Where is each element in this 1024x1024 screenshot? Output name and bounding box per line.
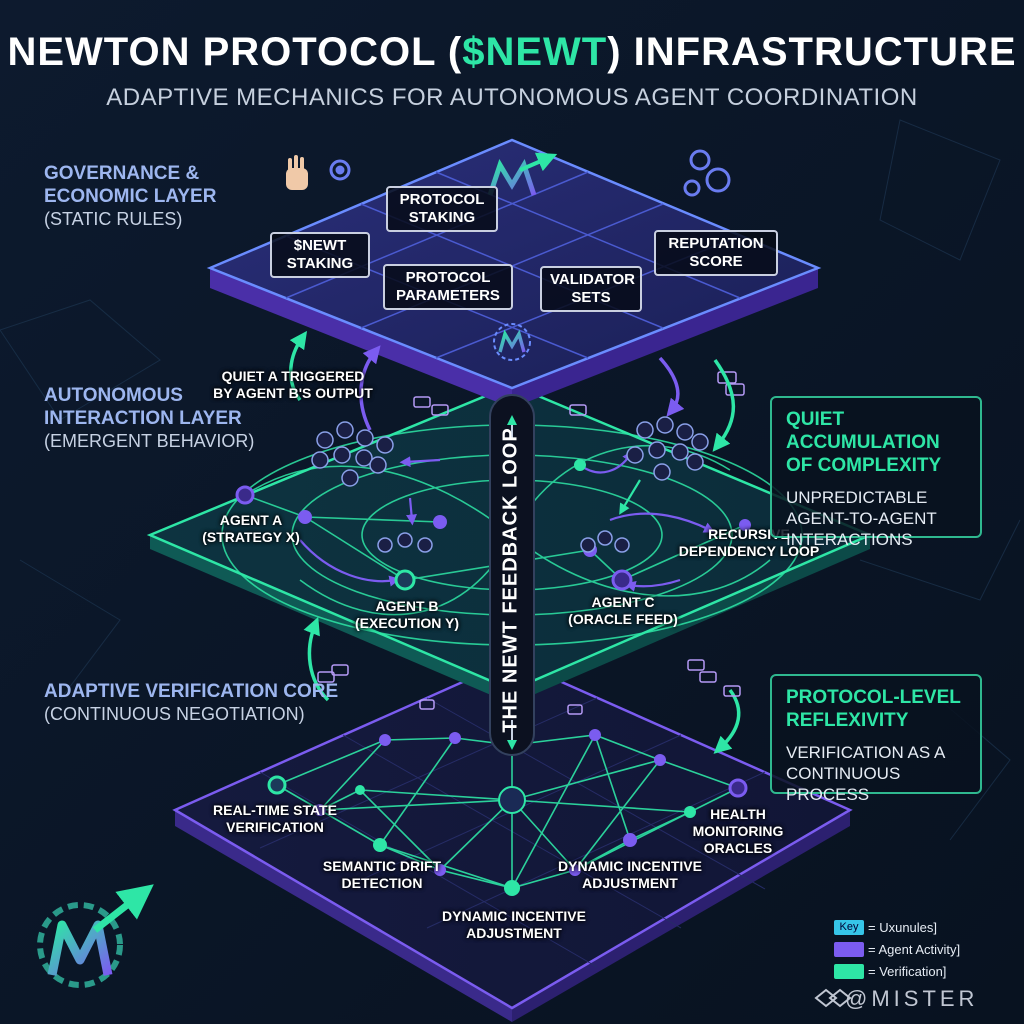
node <box>379 734 391 746</box>
interaction-layer-caption: AUTONOMOUS INTERACTION LAYER (EMERGENT B… <box>44 385 255 451</box>
governance-layer-caption: GOVERNANCE & ECONOMIC LAYER (STATIC RULE… <box>44 163 217 229</box>
node <box>355 785 365 795</box>
feedback-loop-label: THE NEWT FEEDBACK LOOP <box>499 427 522 733</box>
agent-cluster-icon <box>311 421 394 487</box>
node <box>739 519 751 531</box>
interaction-layer-side <box>150 535 512 704</box>
legend-row: = Verification] <box>834 960 960 982</box>
legend-row: Key = Uxunules] <box>834 916 960 938</box>
node <box>449 732 461 744</box>
background-network <box>0 119 1021 841</box>
node <box>654 754 666 766</box>
node-health <box>728 778 748 798</box>
page-title: NEWTON PROTOCOL ($NEWT) INFRASTRUCTURE <box>7 30 1017 74</box>
gear-icon <box>329 149 731 197</box>
watermark: @MISTER <box>845 986 979 1011</box>
newton-logo-icon <box>37 884 154 988</box>
governance-layer-side-right <box>512 268 818 408</box>
hand-icon <box>286 155 308 190</box>
verification-nodes <box>267 729 748 896</box>
node <box>574 459 586 471</box>
governance-layer <box>206 138 822 408</box>
core-hub <box>498 786 526 814</box>
newton-logo-icon <box>487 152 558 196</box>
node <box>433 515 447 529</box>
legend-row: = Agent Activity] <box>834 938 960 960</box>
node <box>684 806 696 818</box>
legend: Key = Uxunules] = Agent Activity] = Veri… <box>834 916 960 982</box>
agent-b-node <box>394 569 416 591</box>
node-realtime <box>267 775 287 795</box>
agent-c-node <box>611 569 633 591</box>
feedback-loop-tube <box>489 394 535 756</box>
legend-swatch-rules: Key <box>834 919 864 935</box>
watermark-icon <box>814 988 852 1008</box>
node <box>589 729 601 741</box>
agent-c-label: AGENT C(ORACLE FEED) <box>568 594 678 627</box>
message-icon <box>317 659 741 715</box>
governance-layer-plate <box>206 138 822 390</box>
complexity-panel: QUIET ACCUMULATION OF COMPLEXITY UNPREDI… <box>770 396 982 549</box>
title-accent: $NEWT <box>462 30 608 74</box>
agent-a-node <box>235 485 255 505</box>
verification-layer-side <box>175 810 512 1022</box>
governance-layer-side <box>210 268 512 408</box>
reflexivity-panel: PROTOCOL-LEVEL REFLEXIVITY VERIFICATION … <box>770 674 982 804</box>
node-incentive-mid <box>623 833 637 847</box>
node-drift <box>373 838 387 852</box>
node <box>314 804 326 816</box>
agent-cluster-icon <box>580 530 630 553</box>
agent-a-label: AGENT A(STRATEGY X) <box>202 512 300 545</box>
agent-cluster-icon <box>626 416 709 481</box>
legend-swatch-agent <box>834 941 864 957</box>
layer-flow-arrows <box>288 330 741 754</box>
node-incentive-bottom <box>504 880 520 896</box>
newton-logo-icon <box>493 323 531 361</box>
page-subtitle: ADAPTIVE MECHANICS FOR AUTONOMOUS AGENT … <box>106 84 918 111</box>
node <box>569 864 581 876</box>
verification-layer <box>172 658 853 1022</box>
node <box>298 510 312 524</box>
agent-cluster-icon <box>377 532 433 553</box>
agent-b-label: AGENT B(EXECUTION Y) <box>355 598 459 631</box>
interaction-purple-flows <box>299 450 715 592</box>
legend-swatch-verification <box>834 963 864 979</box>
node <box>434 864 446 876</box>
verification-layer-caption: ADAPTIVE VERIFICATION CORE (CONTINUOUS N… <box>44 681 339 724</box>
verification-layer-side-right <box>512 810 850 1022</box>
